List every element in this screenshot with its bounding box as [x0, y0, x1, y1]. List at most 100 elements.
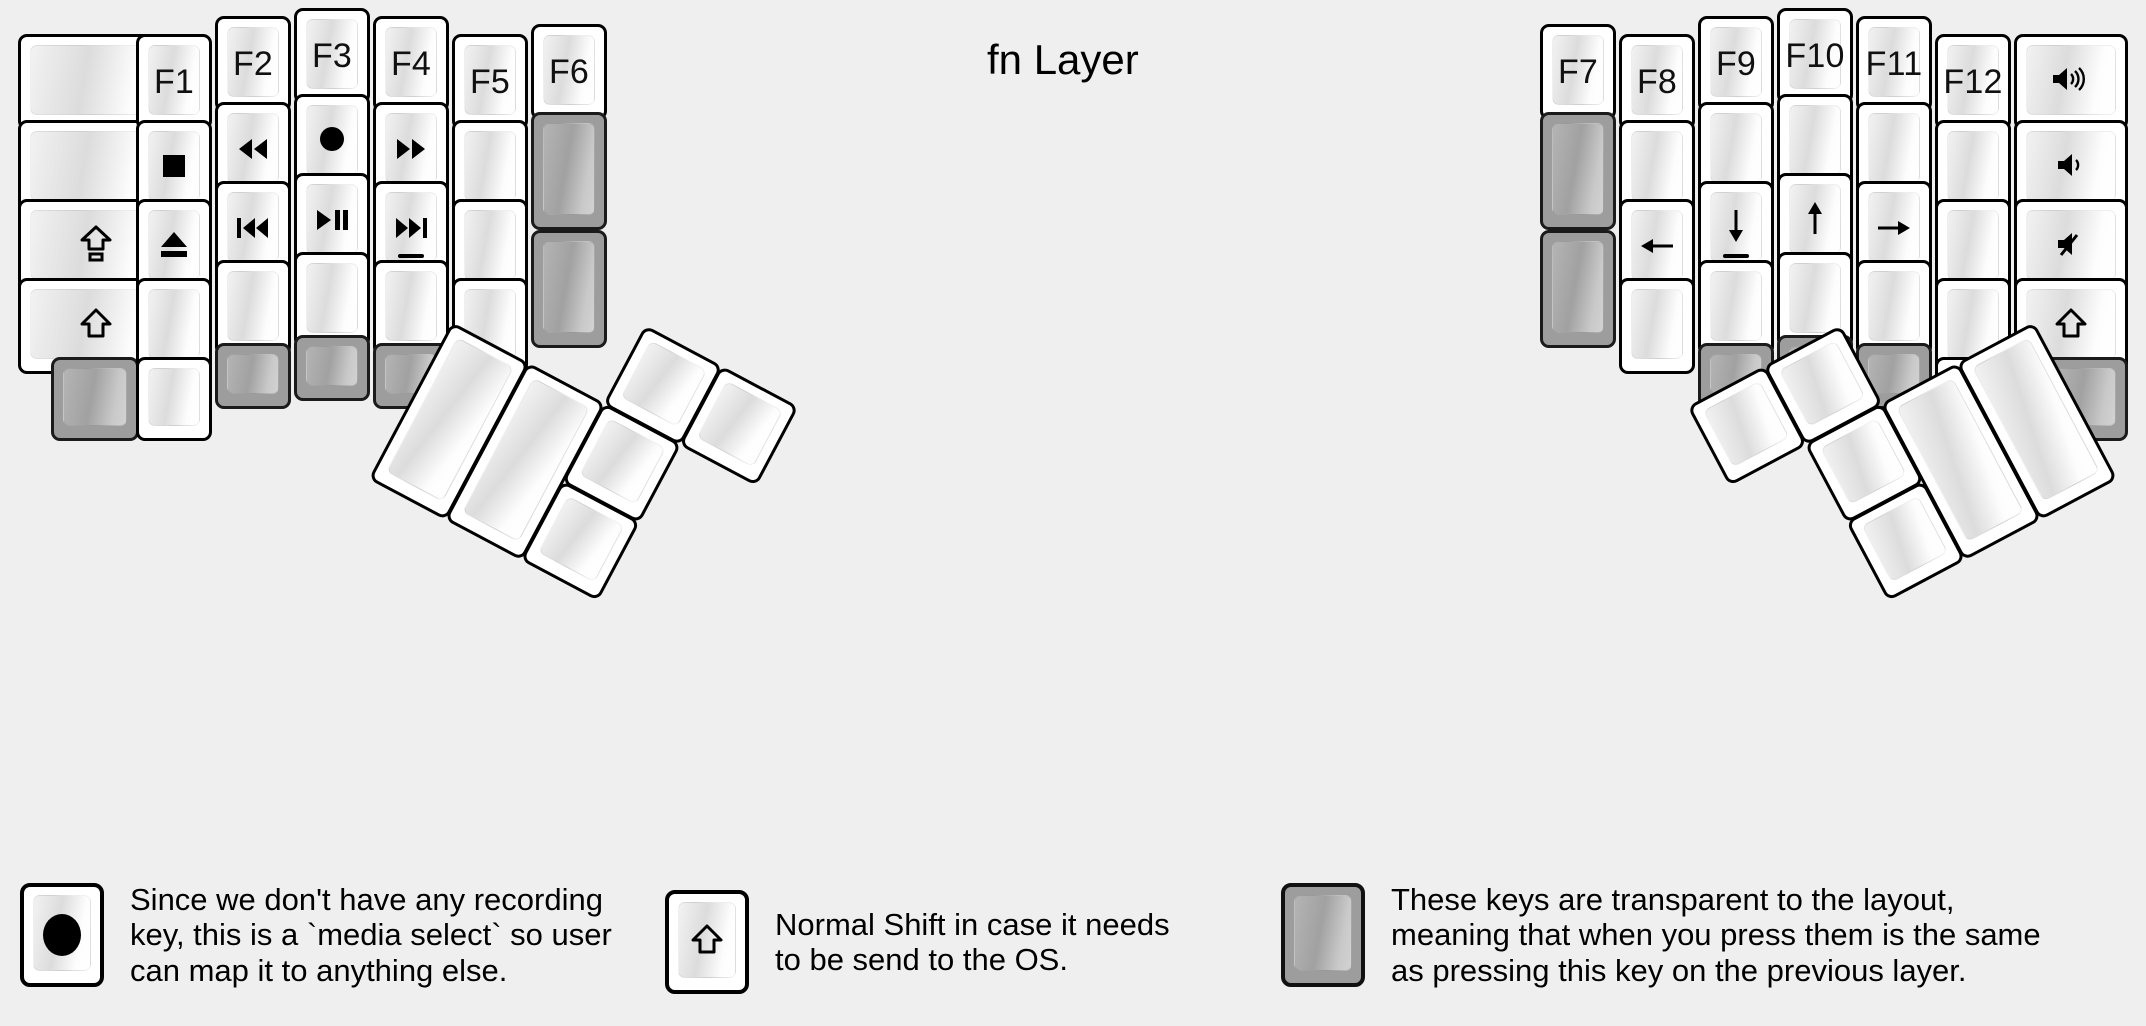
- key-r-c0-r1[interactable]: [1540, 112, 1616, 230]
- key-l-c2-r3[interactable]: [215, 260, 291, 356]
- keycap-face: [148, 368, 200, 426]
- keycap-face: [1789, 105, 1841, 175]
- keycap-face: [1778, 340, 1866, 427]
- key-l-c2-r4[interactable]: [215, 343, 291, 409]
- keycap-face: [1947, 289, 1999, 359]
- key-l-c1-r4[interactable]: [136, 357, 212, 441]
- keycap-face: [1947, 45, 1999, 115]
- key-r-c6-r0[interactable]: [2014, 34, 2128, 130]
- keycap-face: [227, 113, 279, 183]
- stop-icon-svg: [163, 155, 185, 177]
- homing-bar: [398, 254, 424, 258]
- arrow-left-icon: [1639, 230, 1675, 264]
- eject-icon: [159, 229, 189, 265]
- keycap-face: [543, 123, 595, 215]
- legend-key-transparent: [1281, 882, 1365, 987]
- key-l-c4-r3[interactable]: [373, 260, 449, 356]
- record-icon-svg: [320, 127, 344, 151]
- legend-normal-shift: Normal Shift in case it needs to be send…: [665, 890, 1170, 994]
- key-l-c5-r0[interactable]: F5: [452, 34, 528, 130]
- key-l-c3-r4[interactable]: [294, 335, 370, 401]
- keycap-face: [1868, 113, 1920, 183]
- keycap-face: [1820, 418, 1907, 505]
- key-l-c0-r4[interactable]: [51, 357, 139, 441]
- keycap-face: [1294, 894, 1352, 971]
- key-label-f4: F4: [390, 45, 432, 83]
- keycap-face: [148, 45, 200, 115]
- keycap-face: [1868, 271, 1920, 341]
- arrow-up-icon-svg: [1808, 202, 1822, 234]
- keycap-face: [543, 241, 595, 333]
- keycap-face: [1710, 271, 1762, 341]
- key-r-c4-r3[interactable]: [1856, 260, 1932, 356]
- key-l-c6-r1[interactable]: [531, 112, 607, 230]
- arrow-right-icon: [1876, 212, 1912, 246]
- prev-track-icon: [235, 212, 271, 246]
- key-r-c1-r3[interactable]: [1619, 278, 1695, 374]
- legend-text-media-select: Since we don't have any recording key, t…: [130, 882, 612, 988]
- arrow-down-icon: [1724, 208, 1748, 250]
- legend-media-select: Since we don't have any recording key, t…: [20, 882, 612, 988]
- key-r-c1-r0[interactable]: F8: [1619, 34, 1695, 130]
- key-r-c3-r3[interactable]: [1777, 252, 1853, 348]
- keycap-face: [227, 27, 279, 97]
- keycap-face: [464, 131, 516, 201]
- key-r-c2-r3[interactable]: [1698, 260, 1774, 356]
- key-label-f7: F7: [1557, 53, 1599, 91]
- key-r-c5-r0[interactable]: F12: [1935, 34, 2011, 130]
- arrow-right-icon-svg: [1878, 221, 1910, 235]
- keycap-face: [543, 35, 595, 105]
- key-l-c4-r0[interactable]: F4: [373, 16, 449, 112]
- keycap-face: [1789, 19, 1841, 89]
- key-r-c0-r2[interactable]: [1540, 230, 1616, 348]
- keycap-face: [1631, 131, 1683, 201]
- legend-text-normal-shift: Normal Shift in case it needs to be send…: [775, 906, 1170, 977]
- keycap-face: [227, 271, 279, 341]
- key-l-c1-r3[interactable]: [136, 278, 212, 374]
- key-l-c3-r1[interactable]: [294, 94, 370, 190]
- volume-mute-icon-svg: [2058, 233, 2079, 256]
- key-l-c3-r3[interactable]: [294, 252, 370, 348]
- keycap-face: [1710, 113, 1762, 183]
- key-label-f5: F5: [469, 63, 511, 101]
- key-l-c6-r0[interactable]: F6: [531, 24, 607, 120]
- keycap-face: [385, 271, 437, 341]
- shift-icon-svg: [80, 308, 111, 338]
- key-label-f3: F3: [311, 37, 353, 75]
- key-r-c0-r0[interactable]: F7: [1540, 24, 1616, 120]
- keycap-face: [1552, 241, 1604, 333]
- keycap-face: [1702, 380, 1790, 468]
- play-pause-icon-svg: [317, 210, 348, 230]
- key-l-c6-r2[interactable]: [531, 230, 607, 348]
- next-track-icon-svg: [396, 218, 427, 238]
- key-l-c4-r1[interactable]: [373, 102, 449, 198]
- eject-icon-svg: [161, 232, 187, 257]
- record-icon: [318, 125, 346, 159]
- keycap-face: [1947, 210, 1999, 280]
- key-l-c3-r0[interactable]: F3: [294, 8, 370, 104]
- legend-text-transparent: These keys are transparent to the layout…: [1391, 882, 2041, 988]
- keycap-face: [306, 19, 358, 89]
- volume-down-icon: [2055, 150, 2087, 186]
- homing-bar: [1723, 254, 1749, 258]
- key-label-f6: F6: [548, 53, 590, 91]
- caps-lock-icon: [79, 224, 113, 270]
- key-l-c2-r0[interactable]: F2: [215, 16, 291, 112]
- keycap-face: [63, 368, 127, 426]
- keycap-face: [1631, 289, 1683, 359]
- keycap-face: [306, 346, 358, 386]
- key-l-c1-r0[interactable]: F1: [136, 34, 212, 130]
- key-label-f12: F12: [1943, 63, 2003, 101]
- volume-up-icon: [2050, 64, 2092, 100]
- key-r-c2-r0[interactable]: F9: [1698, 16, 1774, 112]
- prev-track-icon-svg: [237, 218, 268, 238]
- volume-up-icon-svg: [2053, 67, 2085, 91]
- keycap-face: [385, 27, 437, 97]
- key-r-c4-r0[interactable]: F11: [1856, 16, 1932, 112]
- volume-mute-icon: [2055, 229, 2087, 265]
- keycap-face: [1710, 27, 1762, 97]
- stop-icon: [161, 151, 187, 185]
- keycap-face: [2026, 45, 2116, 115]
- rewind-icon-svg: [239, 139, 267, 159]
- key-r-c3-r0[interactable]: F10: [1777, 8, 1853, 104]
